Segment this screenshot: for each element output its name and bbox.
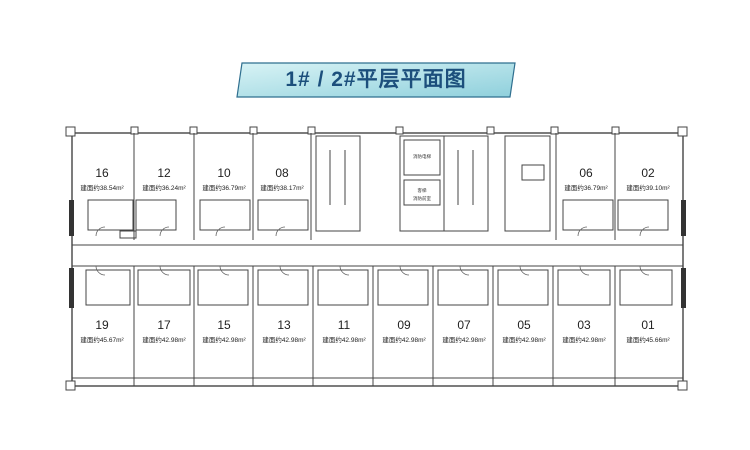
- unit-area: 建面约39.10m²: [626, 185, 670, 192]
- unit-area: 建面约42.98m²: [562, 337, 606, 344]
- core-label-elevator: 客梯: [417, 188, 427, 193]
- unit-number: 02: [641, 166, 655, 180]
- unit-number: 19: [95, 318, 109, 332]
- unit-07: 07 建面约42.98m²: [428, 318, 500, 344]
- unit-area: 建面约42.98m²: [142, 337, 186, 344]
- unit-08: 08 建面约38.17m²: [246, 166, 318, 192]
- unit-number: 12: [157, 166, 171, 180]
- unit-area: 建面约38.17m²: [260, 185, 304, 192]
- unit-16: 16 建面约38.54m²: [66, 166, 138, 192]
- unit-number: 05: [517, 318, 531, 332]
- unit-number: 07: [457, 318, 471, 332]
- unit-area: 建面约42.98m²: [502, 337, 546, 344]
- unit-03: 03 建面约42.98m²: [548, 318, 620, 344]
- unit-15: 15 建面约42.98m²: [188, 318, 260, 344]
- core-label-lobby: 消防前室: [413, 196, 431, 201]
- unit-number: 10: [217, 166, 231, 180]
- unit-number: 15: [217, 318, 231, 332]
- unit-area: 建面约42.98m²: [442, 337, 486, 344]
- unit-number: 16: [95, 166, 109, 180]
- unit-area: 建面约36.79m²: [564, 185, 608, 192]
- unit-05: 05 建面约42.98m²: [488, 318, 560, 344]
- core-label-fire-elevator: 消防电梯: [413, 154, 431, 159]
- unit-area: 建面约42.98m²: [262, 337, 306, 344]
- unit-area: 建面约45.67m²: [80, 337, 124, 344]
- unit-01: 01 建面约45.66m²: [612, 318, 684, 344]
- unit-area: 建面约36.24m²: [142, 185, 186, 192]
- unit-number: 06: [579, 166, 593, 180]
- title-banner: [236, 62, 516, 98]
- unit-number: 03: [577, 318, 591, 332]
- unit-09: 09 建面约42.98m²: [368, 318, 440, 344]
- unit-number: 13: [277, 318, 291, 332]
- unit-area: 建面约38.54m²: [80, 185, 124, 192]
- unit-06: 06 建面约36.79m²: [550, 166, 622, 192]
- unit-number: 01: [641, 318, 655, 332]
- page-title: 1# / 2#平层平面图: [285, 68, 467, 91]
- unit-area: 建面约42.98m²: [382, 337, 426, 344]
- unit-17: 17 建面约42.98m²: [128, 318, 200, 344]
- unit-11: 11 建面约42.98m²: [308, 318, 380, 344]
- unit-area: 建面约45.66m²: [626, 337, 670, 344]
- unit-19: 19 建面约45.67m²: [66, 318, 138, 344]
- unit-13: 13 建面约42.98m²: [248, 318, 320, 344]
- unit-number: 08: [275, 166, 289, 180]
- unit-number: 11: [337, 318, 351, 332]
- unit-area: 建面约36.79m²: [202, 185, 246, 192]
- unit-number: 17: [157, 318, 171, 332]
- unit-02: 02 建面约39.10m²: [612, 166, 684, 192]
- unit-12: 12 建面约36.24m²: [128, 166, 200, 192]
- unit-area: 建面约42.98m²: [322, 337, 366, 344]
- unit-number: 09: [397, 318, 411, 332]
- unit-10: 10 建面约36.79m²: [188, 166, 260, 192]
- unit-area: 建面约42.98m²: [202, 337, 246, 344]
